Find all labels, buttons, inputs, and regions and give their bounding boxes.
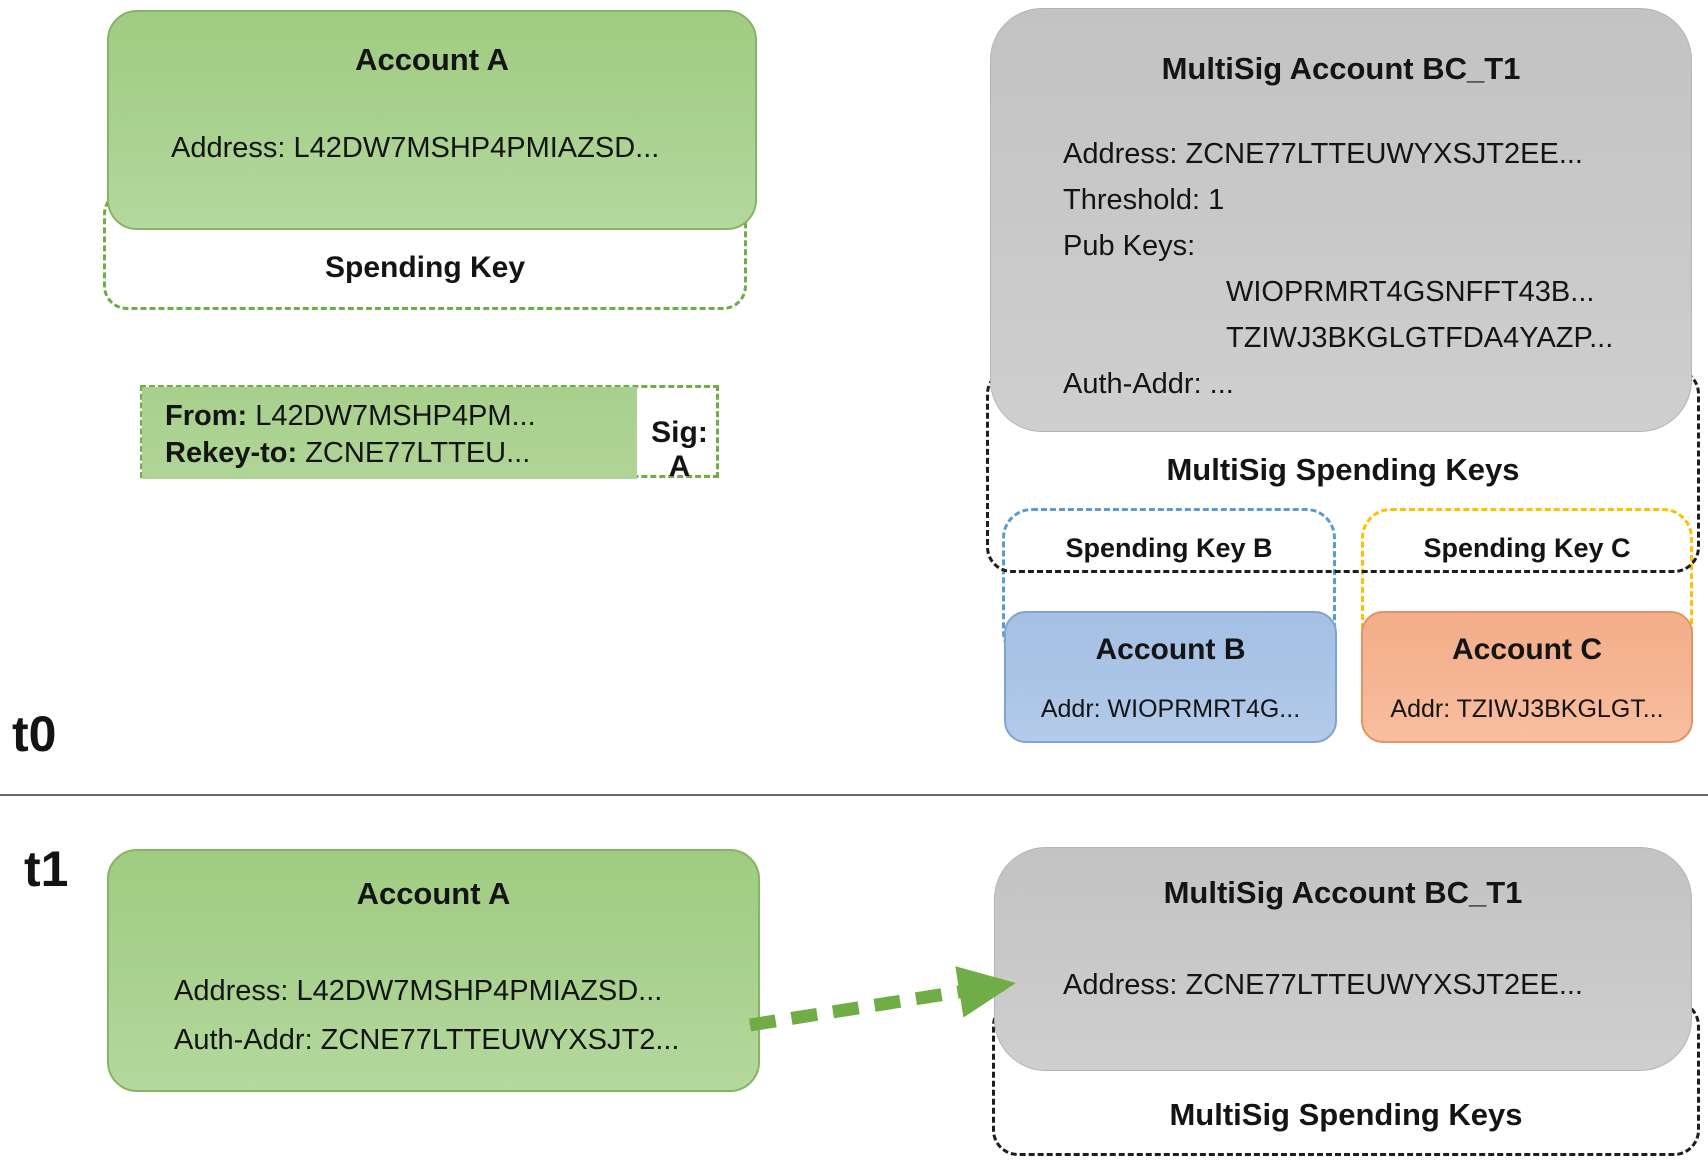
multisig-spending-keys-label-t1: MultiSig Spending Keys — [1169, 1097, 1523, 1132]
rekey-transaction-box: From: L42DW7MSHP4PM... Rekey-to: ZCNE77L… — [140, 385, 719, 483]
from-value: L42DW7MSHP4PM... — [255, 400, 536, 432]
multisig-details-t0: Address: ZCNE77LTTEUWYXSJT2EE... Thresho… — [1063, 131, 1613, 407]
account-b-box: Account B Addr: WIOPRMRT4G... — [1004, 611, 1337, 743]
time-t0-label: t0 — [12, 706, 57, 762]
transaction-from-line: From: L42DW7MSHP4PM... — [165, 400, 536, 433]
signature-label: Sig: A — [651, 416, 708, 483]
multisig-account-box-t0: MultiSig Account BC_T1 Address: ZCNE77LT… — [990, 8, 1692, 432]
account-b-title: Account B — [1095, 633, 1246, 666]
multisig-address-t0: Address: ZCNE77LTTEUWYXSJT2EE... — [1063, 138, 1583, 170]
multisig-title-t0: MultiSig Account BC_T1 — [1161, 51, 1521, 86]
multisig-account-box-t1: MultiSig Account BC_T1 Address: ZCNE77LT… — [994, 847, 1692, 1071]
timeline-divider — [0, 794, 1708, 796]
multisig-pubkey-2: TZIWJ3BKGLGTFDA4YAZP... — [1226, 322, 1614, 354]
time-t1-label: t1 — [24, 841, 69, 897]
account-a-box-t1: Account A Address: L42DW7MSHP4PMIAZSD...… — [107, 849, 760, 1092]
spending-key-c-label: Spending Key C — [1423, 533, 1631, 563]
rekey-to-value: ZCNE77LTTEU... — [305, 437, 531, 469]
spending-key-a-label: Spending Key — [324, 251, 526, 284]
account-a-title-t1: Account A — [356, 876, 511, 911]
multisig-auth-addr-t0: Auth-Addr: ... — [1063, 368, 1234, 400]
account-b-addr: Addr: WIOPRMRT4G... — [1040, 695, 1301, 723]
transaction-rekey-line: Rekey-to: ZCNE77LTTEU... — [165, 437, 530, 470]
account-a-auth-addr-t1: Auth-Addr: ZCNE77LTTEUWYXSJT2... — [174, 1024, 680, 1056]
account-c-title: Account C — [1452, 633, 1602, 666]
account-c-addr: Addr: TZIWJ3BKGLGT... — [1390, 695, 1664, 723]
transaction-fields-area: From: L42DW7MSHP4PM... Rekey-to: ZCNE77L… — [142, 387, 637, 479]
multisig-pubkeys-label-t0: Pub Keys: — [1063, 230, 1196, 262]
multisig-address-t1: Address: ZCNE77LTTEUWYXSJT2EE... — [1063, 969, 1583, 1001]
account-a-title-t0: Account A — [355, 42, 509, 77]
multisig-threshold-t0: Threshold: 1 — [1063, 184, 1225, 216]
account-a-address-t1: Address: L42DW7MSHP4PMIAZSD... — [174, 975, 663, 1007]
account-a-address-t0: Address: L42DW7MSHP4PMIAZSD... — [171, 132, 660, 164]
account-a-details-t1: Address: L42DW7MSHP4PMIAZSD... Auth-Addr… — [174, 967, 680, 1065]
multisig-spending-keys-label-t0: MultiSig Spending Keys — [1166, 452, 1520, 487]
from-label: From: — [165, 400, 248, 432]
rekey-to-label: Rekey-to: — [165, 437, 298, 469]
multisig-pubkey-1: WIOPRMRT4GSNFFT43B... — [1226, 276, 1595, 308]
account-a-box-t0: Account A Address: L42DW7MSHP4PMIAZSD... — [107, 10, 757, 230]
account-c-box: Account C Addr: TZIWJ3BKGLGT... — [1361, 611, 1693, 743]
multisig-title-t1: MultiSig Account BC_T1 — [1163, 875, 1523, 910]
spending-key-b-label: Spending Key B — [1065, 533, 1273, 563]
